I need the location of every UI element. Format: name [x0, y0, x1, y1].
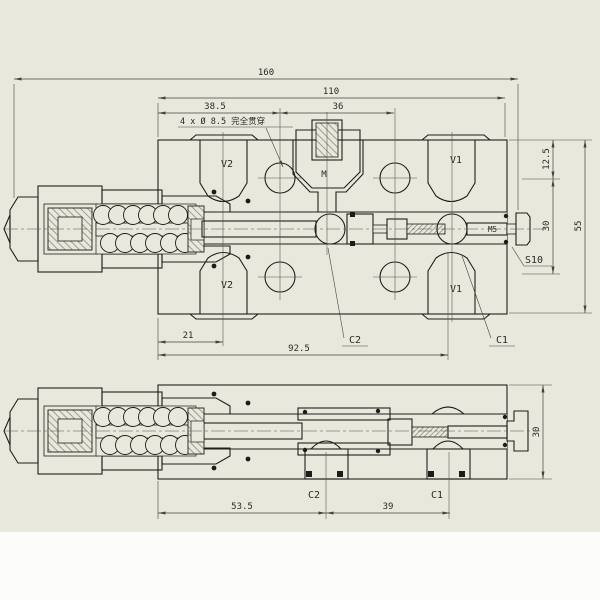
dim-53-5: 53.5 [231, 502, 253, 512]
spool-bore [158, 212, 507, 244]
dim-39: 39 [383, 502, 394, 512]
o-ring-seal [245, 254, 251, 260]
note-leader [265, 127, 284, 168]
sleeve-lower-band [297, 442, 391, 456]
o-ring-seal [502, 414, 508, 420]
spool-assembly-lower [201, 407, 529, 456]
c2-seat-dome [309, 440, 343, 450]
c2-leader [327, 247, 345, 339]
label-c2-top: C2 [349, 335, 361, 346]
dim-36: 36 [333, 102, 344, 112]
sleeve-upper-band [297, 407, 391, 421]
valve-body [157, 119, 508, 320]
port-v1-upper [427, 139, 476, 203]
top-view-dimensions: 160 110 38.5 36 4 x Ø 8.5 完全贯穿 21 92.5 1… [13, 68, 592, 360]
o-ring-seal [337, 471, 343, 477]
spool-bore-lower [158, 414, 507, 449]
stub-cap-lower [506, 410, 529, 452]
o-ring-seal [302, 409, 308, 415]
label-thread-m5: M5 [488, 225, 497, 234]
threaded-section-lower [411, 426, 449, 438]
o-ring-seal [459, 471, 465, 477]
m-plug-flange [295, 129, 361, 189]
c1-seat-dome [431, 440, 465, 450]
o-ring-seal [375, 408, 381, 414]
label-c1-top: C1 [496, 335, 508, 346]
o-ring-seal [306, 471, 312, 477]
label-s10: S10 [525, 255, 543, 266]
dim-30-bottom: 30 [532, 427, 542, 438]
dim-55: 55 [574, 221, 584, 232]
c1-upper-dome [430, 406, 466, 415]
c1-leader [461, 255, 492, 339]
port-v1-lower [427, 251, 476, 315]
o-ring-seal [503, 213, 509, 219]
o-ring-seal [375, 448, 381, 454]
o-ring-seal [302, 447, 308, 453]
o-ring-seal [350, 212, 355, 217]
dim-92-5: 92.5 [288, 344, 310, 354]
top-section-view: V2 V2 V1 V1 M M5 160 110 38.5 36 4 x Ø 8… [3, 68, 592, 360]
bottom-section-view: 53.5 39 30 C2 C1 [3, 384, 552, 519]
o-ring-seal [503, 239, 509, 245]
bottom-view-dimensions: 53.5 39 30 C2 C1 [157, 384, 552, 519]
s10-leader [511, 246, 525, 267]
cartridge-valve [3, 185, 251, 273]
spring-seat-notch [190, 218, 205, 241]
label-v2-lower: V2 [221, 280, 233, 291]
o-ring-seal [245, 198, 251, 204]
dim-12-5: 12.5 [542, 148, 552, 170]
stub-hex-cap [515, 212, 531, 246]
label-v1-upper: V1 [450, 155, 462, 166]
label-v1-lower: V1 [450, 284, 462, 295]
label-c2-bottom: C2 [308, 490, 320, 501]
o-ring-seal [211, 189, 217, 195]
dim-21: 21 [183, 331, 194, 341]
dim-160: 160 [258, 68, 274, 78]
dim-110: 110 [323, 87, 339, 97]
dim-38-5: 38.5 [204, 102, 226, 112]
label-v2-upper: V2 [221, 159, 233, 170]
centerlines [4, 108, 545, 360]
o-ring-seal [211, 263, 217, 269]
o-ring-seal [502, 442, 508, 448]
label-c1-bottom: C1 [431, 490, 443, 501]
hole-note: 4 x Ø 8.5 完全贯穿 [180, 116, 265, 127]
port-v2-lower [199, 251, 248, 315]
o-ring-seal [428, 471, 434, 477]
o-ring-seal [350, 241, 355, 246]
label-m-port: M [321, 170, 327, 180]
dim-30-top: 30 [542, 221, 552, 232]
